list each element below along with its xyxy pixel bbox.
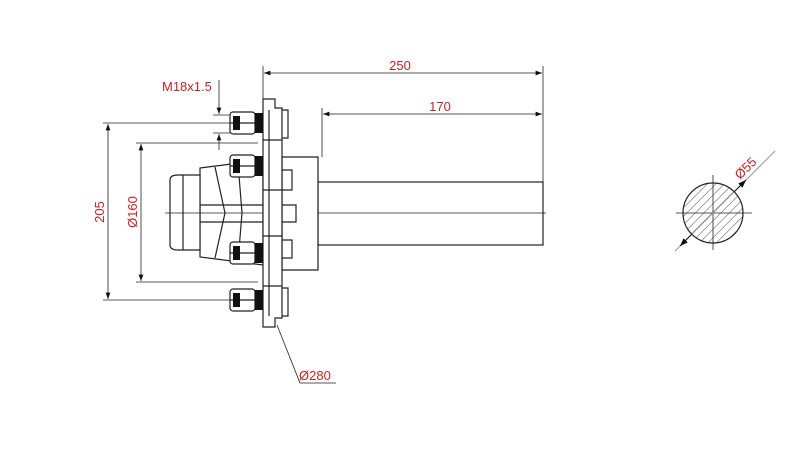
wheel-nut	[229, 288, 263, 312]
dimension-label: Ø160	[125, 196, 140, 228]
dimension-label: 205	[92, 201, 107, 223]
hub-body	[165, 159, 282, 266]
wheel-nut	[229, 154, 263, 178]
wheel-nut	[229, 241, 263, 265]
axle-tube	[282, 181, 546, 246]
flange	[262, 98, 289, 328]
dimension-label: 170	[429, 99, 451, 114]
dimension-label: Ø55	[732, 154, 760, 182]
hub-cap	[169, 174, 201, 251]
wheel-nut	[229, 111, 263, 135]
shaft-cross-section: Ø55	[674, 150, 776, 252]
dimension-280: Ø280	[276, 324, 336, 384]
dimension-250: 250	[262, 58, 544, 182]
dimension-label: Ø280	[299, 368, 331, 383]
dimension-170: 170	[321, 99, 542, 157]
dimension-thread: M18x1.5	[162, 79, 230, 150]
spindle-housing	[281, 156, 319, 271]
dimension-205: 205	[92, 122, 232, 301]
dimension-160: Ø160	[125, 142, 258, 283]
dimension-label: M18x1.5	[162, 79, 212, 94]
wheel-nuts	[229, 111, 263, 312]
dimension-label: 250	[389, 58, 411, 73]
